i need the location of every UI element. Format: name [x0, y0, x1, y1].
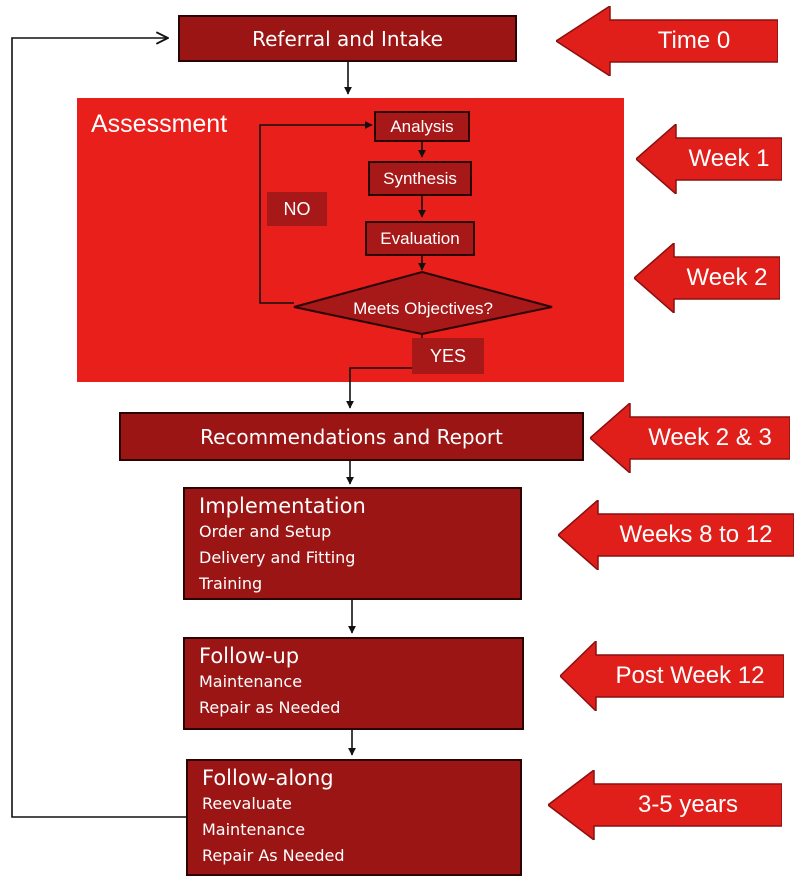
followalong-item: Maintenance	[202, 820, 306, 839]
followup-title: Follow-up	[199, 644, 300, 668]
synthesis-label: Synthesis	[383, 168, 457, 188]
evaluation-box: Evaluation	[365, 221, 475, 256]
timeline-label-weeks8-12: Weeks 8 to 12	[619, 521, 773, 548]
timeline-label-time0: Time 0	[657, 27, 731, 54]
no-label: NO	[283, 198, 311, 219]
timeline-label-postweek12: Post Week 12	[615, 662, 765, 689]
timeline-label-3-5-years: 3-5 years	[637, 791, 739, 818]
no-tag: NO	[267, 192, 327, 226]
implementation-title: Implementation	[199, 494, 366, 518]
followalong-item: Repair As Needed	[202, 846, 345, 865]
timeline-arrow-3-5-years: 3-5 years	[548, 770, 782, 840]
timeline-arrow-postweek12: Post Week 12	[560, 641, 784, 711]
recommendations-label: Recommendations and Report	[200, 424, 503, 449]
timeline-label-week2-3: Week 2 & 3	[648, 424, 772, 451]
yes-label: YES	[429, 345, 467, 366]
followup-box: Follow-up Maintenance Repair as Needed	[183, 637, 524, 730]
timeline-arrow-weeks8-12: Weeks 8 to 12	[558, 500, 794, 570]
timeline-arrow-time0: Time 0	[556, 6, 778, 76]
recommendations-box: Recommendations and Report	[119, 412, 584, 461]
followup-item: Repair as Needed	[199, 698, 341, 717]
analysis-label: Analysis	[390, 116, 454, 136]
timeline-label-week1: Week 1	[688, 145, 770, 172]
timeline-label-week2: Week 2	[686, 264, 768, 291]
analysis-box: Analysis	[374, 111, 470, 142]
implementation-item: Delivery and Fitting	[199, 548, 356, 567]
implementation-box: Implementation Order and Setup Delivery …	[183, 487, 522, 600]
implementation-item: Order and Setup	[199, 522, 332, 541]
timeline-arrow-week2: Week 2	[634, 243, 780, 313]
followup-item: Maintenance	[199, 672, 303, 691]
timeline-arrow-week1: Week 1	[636, 124, 782, 194]
followalong-item: Reevaluate	[202, 794, 292, 813]
referral-intake-box: Referral and Intake	[178, 15, 517, 62]
followalong-title: Follow-along	[202, 766, 334, 790]
decision-label: Meets Objectives?	[353, 299, 493, 318]
evaluation-label: Evaluation	[380, 228, 460, 248]
yes-tag: YES	[412, 338, 484, 374]
timeline-arrow-week2-3: Week 2 & 3	[590, 403, 790, 473]
implementation-item: Training	[199, 574, 263, 593]
referral-intake-label: Referral and Intake	[252, 26, 443, 51]
followalong-box: Follow-along Reevaluate Maintenance Repa…	[186, 759, 522, 876]
